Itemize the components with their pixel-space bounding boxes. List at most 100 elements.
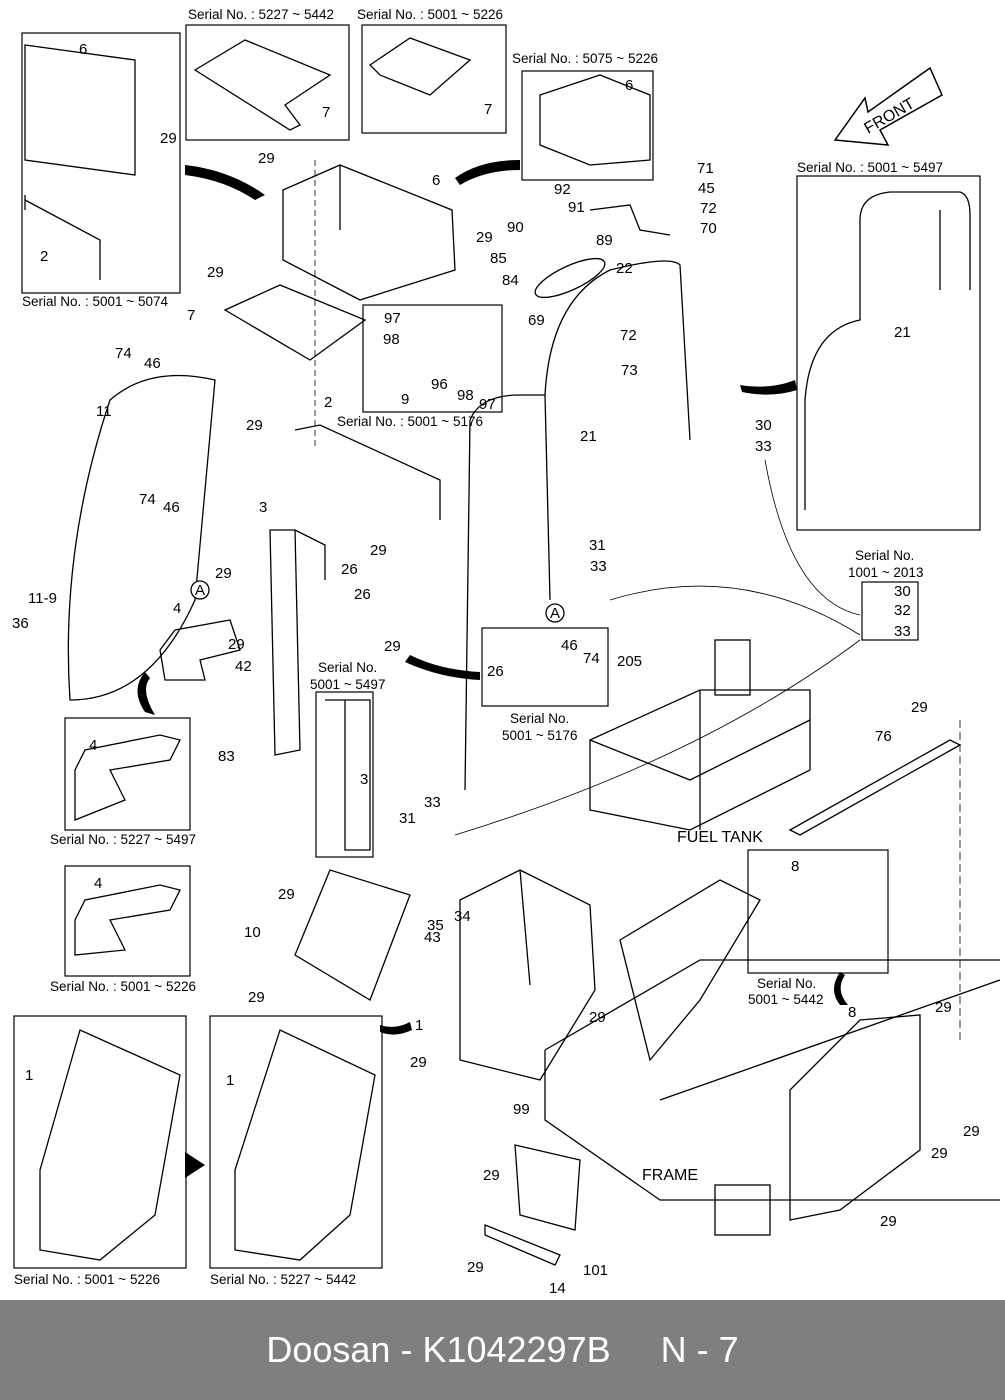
part-number-label: 22: [616, 260, 633, 277]
part-number-label: 1: [415, 1017, 423, 1034]
footer-bar: Doosan - K1042297B N - 7: [0, 1300, 1005, 1400]
sequence-arrow: [185, 1152, 205, 1178]
part-number-label: 29: [410, 1054, 427, 1071]
part-number-label: 4: [173, 600, 181, 617]
part-number-label: 29: [215, 565, 232, 582]
part-number-label: 43: [424, 929, 441, 946]
part-number-label: 10: [244, 924, 261, 941]
serial-note: Serial No. : 5001 ~ 5074: [22, 294, 168, 309]
serial-note: 1001 ~ 2013: [848, 565, 923, 580]
part-number-label: 21: [894, 324, 911, 341]
footer-part-number: K1042297B: [422, 1329, 611, 1370]
part-number-label: 29: [911, 699, 928, 716]
part-number-label: 34: [454, 908, 471, 925]
part-number-label: 29: [963, 1123, 980, 1140]
part-number-label: 98: [457, 387, 474, 404]
part-number-label: 2: [40, 248, 48, 265]
footer-brand: Doosan: [266, 1329, 391, 1370]
inset-frame: [64, 865, 191, 977]
dashed-leaders: [314, 160, 961, 1040]
part-number-label: 6: [432, 172, 440, 189]
part-number-label: 72: [620, 327, 637, 344]
serial-note: Serial No. : 5075 ~ 5226: [512, 51, 658, 66]
inset-frame: [13, 1015, 187, 1269]
serial-note: Serial No. : 5227 ~ 5442: [188, 7, 334, 22]
part-number-label: 35: [427, 917, 444, 934]
part-number-label: 29: [931, 1145, 948, 1162]
frame-label: FRAME: [642, 1167, 698, 1184]
part-number-label: 29: [384, 638, 401, 655]
inset-frame: [209, 1015, 383, 1269]
leader-arrows: [137, 160, 848, 1178]
part-number-label: 26: [487, 663, 504, 680]
front-direction-arrow: FRONT: [833, 66, 943, 146]
part-number-label: 91: [568, 199, 585, 216]
part-number-label: 29: [476, 229, 493, 246]
part-number-label: 85: [490, 250, 507, 267]
part-number-label: 14: [549, 1280, 566, 1297]
part-drawings: [24, 37, 1001, 1266]
serial-note: 5001 ~ 5442: [748, 992, 823, 1007]
part-number-label: 29: [258, 150, 275, 167]
part-number-label: 21: [580, 428, 597, 445]
part-number-label: 76: [875, 728, 892, 745]
part-number-label: 30: [894, 583, 911, 600]
part-number-label: 6: [625, 77, 633, 94]
part-number-label: 29: [207, 264, 224, 281]
serial-note: Serial No. : 5001 ~ 5176: [337, 414, 483, 429]
part-number-label: 33: [590, 558, 607, 575]
part-number-label: 33: [424, 794, 441, 811]
part-number-label: 29: [935, 999, 952, 1016]
part-number-label: 36: [12, 615, 29, 632]
serial-note: Serial No. : 5227 ~ 5442: [210, 1272, 356, 1287]
footer-separator: -: [390, 1329, 423, 1370]
part-number-label: 29: [589, 1009, 606, 1026]
inset-frame: [362, 304, 503, 413]
callout-circle: [190, 580, 210, 600]
part-number-label: 26: [354, 586, 371, 603]
callout-letter: A: [195, 582, 205, 599]
serial-note: Serial No. : 5001 ~ 5226: [50, 979, 196, 994]
serial-note: 5001 ~ 5497: [310, 677, 385, 692]
part-number-label: 46: [561, 637, 578, 654]
callout-letter: A: [550, 605, 560, 622]
part-number-label: 11-9: [28, 590, 57, 607]
part-number-label: 29: [278, 886, 295, 903]
part-number-label: 1: [25, 1067, 33, 1084]
part-number-label: 71: [697, 160, 714, 177]
part-number-label: 33: [894, 623, 911, 640]
part-number-label: 99: [513, 1101, 530, 1118]
inset-frame: [315, 691, 374, 858]
part-number-label: 7: [322, 104, 330, 121]
inset-frame: [64, 717, 191, 831]
part-number-label: 29: [370, 542, 387, 559]
part-number-label: 46: [144, 355, 161, 372]
part-number-label: 32: [894, 602, 911, 619]
part-number-label: 70: [700, 220, 717, 237]
part-number-label: 7: [484, 101, 492, 118]
part-number-label: 8: [848, 1004, 856, 1021]
serial-note: Serial No.: [510, 711, 569, 726]
part-number-label: 205: [617, 653, 642, 670]
inset-frame: [747, 849, 889, 974]
serial-note: Serial No. : 5001 ~ 5226: [357, 7, 503, 22]
serial-note: Serial No.: [757, 976, 816, 991]
inset-frame: [861, 581, 919, 641]
part-number-label: 101: [583, 1262, 608, 1279]
part-number-label: 72: [700, 200, 717, 217]
part-number-label: 6: [79, 41, 87, 58]
footer-page-ref: N - 7: [660, 1329, 739, 1370]
callout-circle: [545, 603, 565, 623]
part-number-label: 31: [589, 537, 606, 554]
part-number-label: 30: [755, 417, 772, 434]
part-number-label: 11: [96, 403, 112, 420]
part-number-label: 89: [596, 232, 613, 249]
part-number-label: 73: [621, 362, 638, 379]
part-number-label: 83: [218, 748, 235, 765]
fuel-tank-label: FUEL TANK: [677, 829, 763, 846]
part-number-label: 92: [554, 181, 571, 198]
